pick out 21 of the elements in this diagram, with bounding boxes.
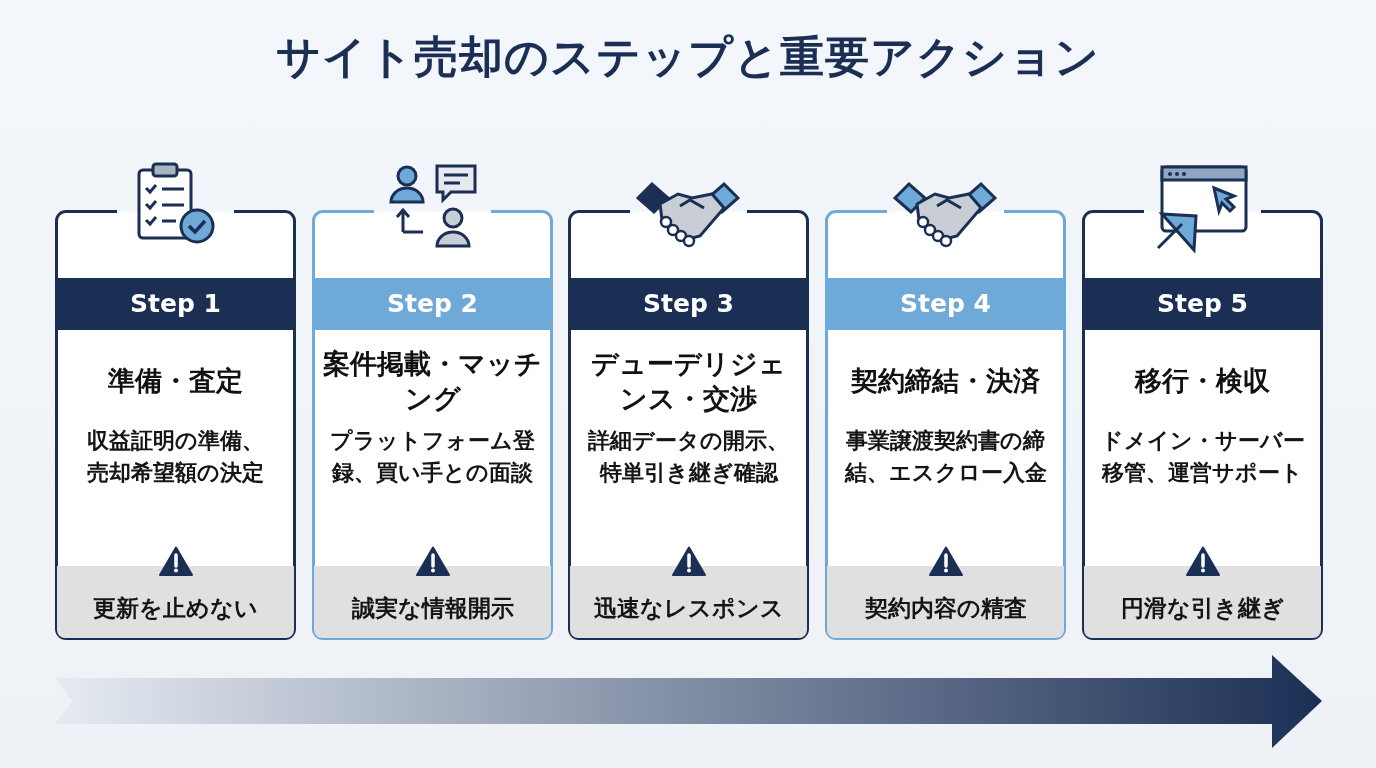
step-header: Step 1	[57, 278, 294, 330]
step-title: 準備・査定	[108, 364, 243, 399]
step-description: 事業譲渡契約書の締結、エスクロー入金	[843, 427, 1048, 487]
step-title: 案件掲載・マッチング	[322, 346, 543, 416]
title: サイト売却のステップと重要アクション	[275, 30, 1101, 84]
warning-text: 契約内容の精査	[863, 594, 1028, 623]
step-header: Step 2	[314, 278, 551, 330]
step-title: デューデリジェンス・交渉	[590, 346, 787, 416]
step-header: Step 3	[570, 278, 807, 330]
warning-text: 更新を止めない	[92, 594, 259, 623]
step-title: 移行・検収	[1135, 364, 1270, 399]
step-description: 詳細データの開示、特単引き継ぎ確認	[587, 427, 790, 487]
step-description: プラットフォーム登録、買い手との面談	[329, 427, 536, 487]
step-header: Step 5	[1084, 278, 1321, 330]
warning-text: 迅速なレスポンス	[592, 594, 785, 623]
step-title: 契約締結・決済	[851, 364, 1040, 399]
warning-text: 誠実な情報開示	[350, 594, 515, 623]
step-description: ドメイン・サーバー移管、運営サポート	[1099, 427, 1306, 487]
step-description: 収益証明の準備、売却希望額の決定	[86, 427, 265, 487]
warning-text: 円滑な引き継ぎ	[1119, 594, 1286, 623]
step-header: Step 4	[827, 278, 1064, 330]
